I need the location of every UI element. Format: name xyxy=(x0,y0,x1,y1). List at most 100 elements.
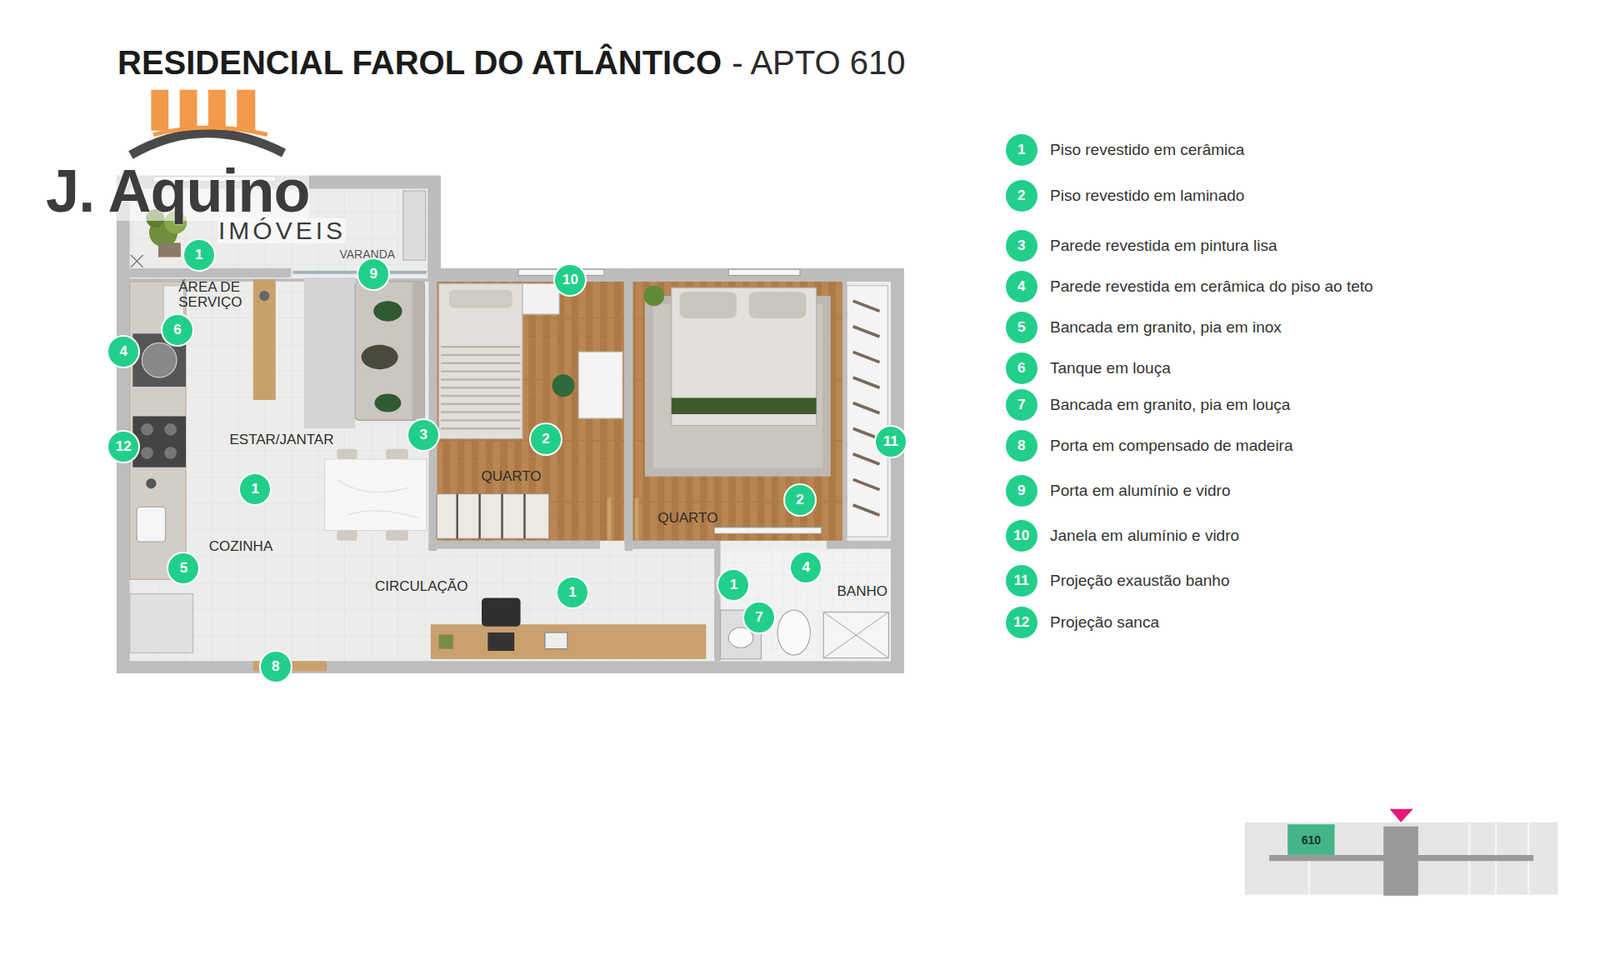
logo-mark xyxy=(130,90,285,155)
legend-text: Piso revestido em cerâmica xyxy=(1050,140,1245,160)
bedroom-furniture-part xyxy=(671,287,817,425)
bedroom-furniture-part xyxy=(440,346,520,429)
room-name: VARANDA xyxy=(339,248,395,261)
varanda-furniture-part xyxy=(130,255,144,268)
callout-number: 1 xyxy=(718,570,749,600)
key-plan-part xyxy=(1383,826,1419,896)
legend-swatch: 2 xyxy=(1005,180,1038,212)
callout-number: 4 xyxy=(790,552,821,583)
kitchen-part xyxy=(140,446,154,460)
bedroom-furniture-part xyxy=(436,494,550,540)
bedroom-furniture-part xyxy=(680,291,738,319)
legend-text: Bancada em granito, pia em inox xyxy=(1050,318,1282,337)
kitchen-part xyxy=(140,423,154,436)
circulation-bath-part xyxy=(777,610,810,655)
kitchen-part xyxy=(141,342,177,378)
room-name: ESTAR/JANTAR xyxy=(229,431,334,448)
legend-number: 6 xyxy=(1017,360,1025,377)
walls xyxy=(116,175,905,674)
callout-number: 2 xyxy=(785,485,815,515)
legend-swatch: 11 xyxy=(1005,565,1038,597)
kitchen-part xyxy=(164,446,177,460)
floors-part xyxy=(720,549,891,662)
legend-text: Tanque em louça xyxy=(1050,359,1171,378)
bedroom-furniture xyxy=(436,283,888,541)
windows-part xyxy=(728,269,800,275)
legend-number: 10 xyxy=(1013,527,1030,545)
bedroom-furniture-part xyxy=(439,283,523,439)
legend-number: 12 xyxy=(1013,614,1030,631)
legend-swatch: 8 xyxy=(1005,430,1038,462)
varanda-furniture-part xyxy=(403,190,426,260)
legend-text: Porta em compensado de madeira xyxy=(1050,436,1294,455)
legend-swatch: 5 xyxy=(1005,311,1038,344)
bedroom-furniture-part xyxy=(607,497,612,540)
circulation-bath-part xyxy=(487,632,515,651)
floors-part xyxy=(130,281,891,661)
callout-number: 4 xyxy=(108,336,139,367)
legend-number: 5 xyxy=(1017,319,1025,336)
room-name: COZINHA xyxy=(209,539,274,555)
room-name: BANHO xyxy=(836,584,887,600)
callout-number: 1 xyxy=(240,474,270,505)
living-furniture-part xyxy=(385,449,409,460)
legend-text: Piso revestido em laminado xyxy=(1050,186,1245,205)
room-name: ÁREA DE SERVIÇO xyxy=(178,280,250,311)
kitchen-part xyxy=(132,415,186,467)
callout-number: 8 xyxy=(260,651,291,682)
key-plan-part xyxy=(1390,809,1414,823)
living-furniture-part xyxy=(374,394,401,413)
bedroom-furniture-part xyxy=(749,291,807,319)
bedroom-furniture-part xyxy=(449,290,513,309)
living-furniture-part xyxy=(385,530,409,541)
living-furniture-part xyxy=(336,530,357,541)
circulation-bath-part xyxy=(728,627,753,648)
circulation-bath-part xyxy=(481,597,521,626)
bedroom-furniture-part xyxy=(578,351,623,419)
legend-number: 9 xyxy=(1017,482,1025,500)
legend-text: Janela em alumínio e vidro xyxy=(1050,526,1240,545)
floors-part xyxy=(632,281,843,541)
kitchen-part xyxy=(145,478,156,489)
living-furniture-part xyxy=(412,281,425,420)
key-plan-part xyxy=(1287,824,1335,855)
callout-number: 5 xyxy=(168,553,199,584)
bedroom-furniture-part xyxy=(552,374,575,397)
watermark: IMÓVEIS xyxy=(218,218,346,244)
kitchen xyxy=(130,281,194,654)
legend-swatch: 9 xyxy=(1005,475,1038,507)
callout-number: 1 xyxy=(557,577,588,608)
interior-walls-part xyxy=(842,281,847,541)
walls-part xyxy=(116,268,905,674)
logo-mark-part xyxy=(150,90,169,131)
legend-text: Bancada em granito, pia em louça xyxy=(1050,395,1290,415)
living-furniture-part xyxy=(325,459,427,531)
living-furniture-part xyxy=(304,277,355,429)
callout-number: 10 xyxy=(555,265,585,295)
legend-text: Parede revestida em pintura lisa xyxy=(1050,236,1277,255)
logo-mark-part xyxy=(180,90,198,131)
legend-number: 3 xyxy=(1017,237,1025,255)
callout-number: 6 xyxy=(162,315,193,345)
legend-number: 8 xyxy=(1017,437,1025,455)
legend-number: 11 xyxy=(1014,572,1030,590)
interior-walls-part xyxy=(624,268,633,551)
living-furniture-part xyxy=(336,479,419,519)
apartment-number: - APTO 610 xyxy=(731,43,905,82)
legend-swatch: 10 xyxy=(1005,520,1038,552)
floors xyxy=(130,188,891,661)
logo-mark-part xyxy=(236,90,255,131)
interior-walls xyxy=(428,268,891,661)
bedroom-furniture-part xyxy=(846,285,888,537)
callout-number: 2 xyxy=(530,424,561,455)
varanda-furniture-part xyxy=(158,242,181,257)
living-furniture-part xyxy=(355,281,425,420)
living-furniture-part xyxy=(336,449,357,460)
legend-swatch: 3 xyxy=(1005,230,1038,262)
legend-swatch: 4 xyxy=(1005,270,1038,303)
room-name: CIRCULAÇÃO xyxy=(375,579,468,595)
callout-number: 3 xyxy=(408,420,439,450)
living-furniture-part xyxy=(253,279,276,400)
legend-text: Parede revestida em cerâmica do piso ao … xyxy=(1050,277,1374,296)
